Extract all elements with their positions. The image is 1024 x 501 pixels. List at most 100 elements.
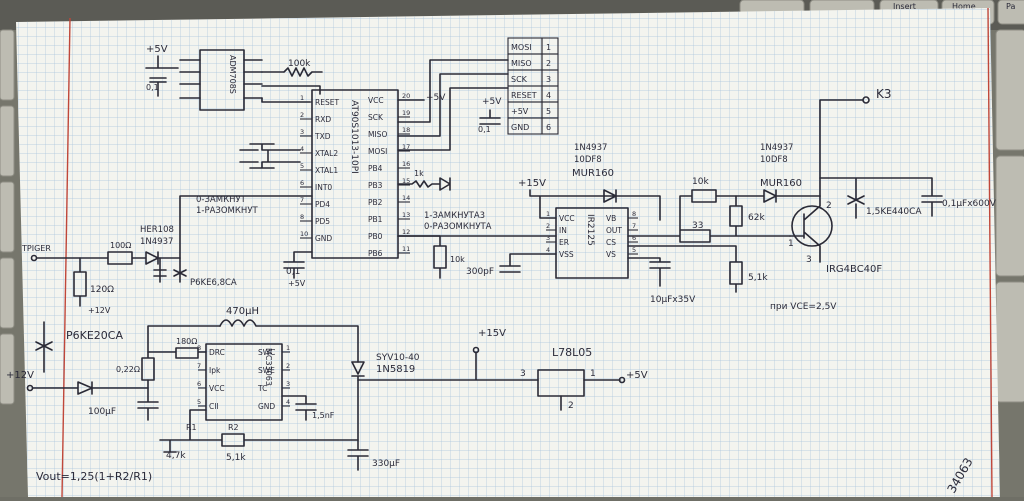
pin-number: 3 [546, 234, 550, 242]
pin-name: PB4 [368, 164, 383, 173]
pin-name: SCK [368, 113, 384, 122]
mcu-left-pins: RESET1RXD2TXD3XTAL24XTAL15INT06PD47PD58G… [300, 94, 339, 243]
gate-pulldown-resistor-label: 10k [692, 177, 709, 187]
igbt-part-label: IRG4BC40F [826, 264, 882, 275]
pin-number: 7 [197, 362, 201, 370]
mc33063-chip [205, 343, 283, 421]
pin-number: 8 [197, 344, 201, 352]
ir2125-part-label: IR2125 [585, 214, 595, 246]
vcc-label: +5V [146, 44, 168, 55]
isp-pin-name: MISO [511, 59, 532, 68]
pin-number: 5 [197, 398, 201, 406]
trigger-series-resistor-label: 100Ω [110, 241, 131, 250]
pin-number: 3 [300, 128, 304, 136]
isp-pin-number: 6 [546, 123, 551, 132]
pin-name: PB0 [368, 232, 383, 241]
pin-name: SWE [258, 366, 275, 375]
isp-pin-number: 4 [546, 91, 551, 100]
isp-pin-number: 2 [546, 59, 551, 68]
pin-name: CII [209, 402, 219, 411]
regulator-pin-gnd-label: 2 [568, 401, 574, 411]
output-cap-label: 330µF [372, 459, 400, 469]
igbt-pin3-label: 3 [806, 255, 812, 265]
pin-number: 3 [286, 380, 290, 388]
r2-label: R2 [228, 423, 239, 432]
pin-name: GND [258, 402, 275, 411]
adm708-label: ADM708S [228, 55, 237, 94]
pin-number: 2 [286, 362, 290, 370]
vout-formula: Vout=1,25(1+R2/R1) [36, 470, 152, 483]
inductor-label: 470µH [226, 306, 259, 317]
schottky-diode-label: SYV10-40 [376, 353, 420, 363]
desat-resistor-label: 62k [748, 213, 765, 223]
page-key-label: Pa [1006, 2, 1015, 11]
pin-name: VCC [368, 96, 384, 105]
led-resistor-label: 1k [414, 169, 424, 178]
pin-number: 1 [300, 94, 304, 102]
igbt-pin2-label: 2 [826, 201, 832, 211]
schottky-diode-alt-label: 1N5819 [376, 364, 415, 375]
boost-converter-section: P6KE20CA +12V 100µF 0,22Ω 470µH 180Ω MC3… [6, 306, 420, 483]
pin-name: PB6 [368, 249, 383, 258]
int0-note-open: 1-РАЗОМКНУТ [196, 206, 258, 216]
pin-name: VS [606, 250, 616, 259]
pin-number: 1 [546, 210, 550, 218]
igbt-transistor [791, 205, 833, 247]
r1-label: R1 [186, 423, 197, 432]
isp-pin-name: +5V [511, 107, 529, 116]
pin-name: VSS [559, 250, 574, 259]
bootstrap-diode-alt-label: 10DF8 [574, 155, 602, 165]
mcu-chip [311, 89, 399, 259]
trigger-load-resistor-label: 120Ω [90, 285, 114, 295]
pin-number: 13 [402, 211, 410, 219]
decoupling-cap-label: 0,1 [146, 83, 159, 92]
pin-number: 2 [300, 111, 304, 119]
regulator-pin-out-label: 1 [590, 369, 596, 379]
isp-cap-label: 0,1 [478, 125, 491, 134]
pin-number: 6 [197, 380, 201, 388]
pin-number: 16 [402, 160, 410, 168]
pin-name: CS [606, 238, 616, 247]
insert-key-label: Insert [893, 2, 916, 11]
regulator-pin-in-label: 3 [520, 369, 526, 379]
pin-number: 20 [402, 92, 410, 100]
pin-number: 5 [632, 246, 636, 254]
driver-supply-label: +15V [518, 178, 546, 189]
output-tvs-label: 1,5KE440CA [866, 207, 922, 217]
bootstrap-diode-alt2-label: MUR160 [572, 168, 614, 179]
pb1-note-open: 0-РАЗОМКНУТА [424, 222, 492, 232]
bootstrap-diode-label: 1N4937 [574, 143, 607, 153]
output-stage-section: K3 1N4937 10DF8 MUR160 2 1 3 IRG4BC40F 1… [735, 87, 997, 312]
vce-note: при VCE=2,5V [770, 302, 837, 312]
mcu-decoupling-cap-label: 0,1 [286, 267, 300, 277]
pullup-resistor-label: 100k [288, 59, 311, 69]
isp-pin-name: MOSI [511, 43, 532, 52]
regulator-output-label: +5V [626, 370, 648, 381]
regulator-input-label: +15V [478, 328, 506, 339]
pin-number: 8 [632, 210, 636, 218]
timing-cap-label: 1,5nF [312, 411, 335, 420]
isp-pin-name: SCK [511, 75, 528, 84]
output-diode-label: 1N4937 [760, 143, 793, 153]
trigger-input-section: TPIGER 100Ω 120Ω +12V HER108 1N4937 P6KE… [21, 195, 313, 315]
bootstrap-cap-label: 10µFx35V [650, 295, 696, 305]
trigger-diode-label: HER108 [140, 225, 174, 235]
mcu-section: AT90S1013-10PI RESET1RXD2TXD3XTAL24XTAL1… [196, 89, 492, 288]
trigger-tvs-label: P6KE6,8CA [190, 278, 237, 288]
pb1-note-closed: 1-ЗАМКНУТА3 [424, 211, 485, 221]
snubber-cap-label: 0,1µFx600V [942, 199, 997, 209]
sense-resistor-label: 5,1k [748, 273, 768, 283]
pin-name: MOSI [368, 147, 387, 156]
regulator-part-label: L78L05 [552, 346, 592, 359]
regulator-section: +15V 3 L78L05 1 2 +5V [357, 328, 648, 411]
pin-number: 17 [402, 143, 410, 151]
pin-name: VCC [209, 384, 225, 393]
pin-name: TXD [314, 132, 331, 141]
pin-name: ER [559, 238, 569, 247]
pin-name: RESET [315, 98, 339, 107]
pin-name: XTAL2 [315, 149, 338, 158]
